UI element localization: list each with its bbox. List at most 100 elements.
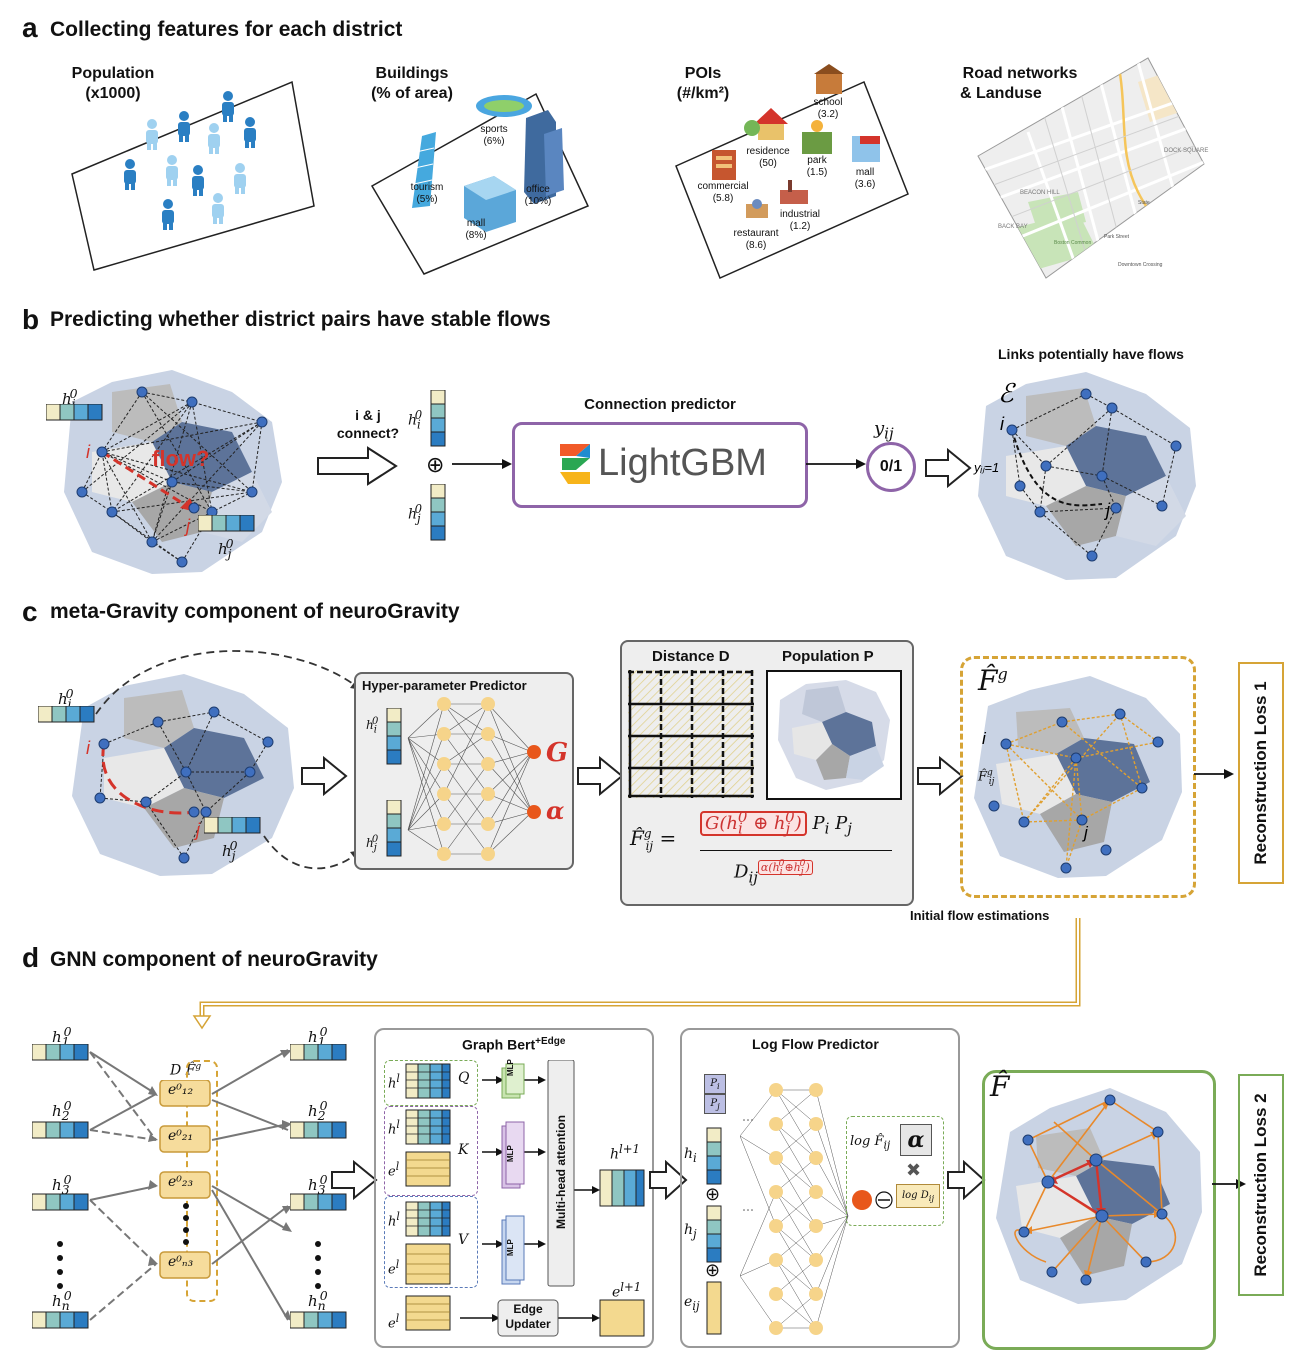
F-hat-ij-label: F̂gij <box>978 768 995 787</box>
alpha-box-d: α <box>900 1124 932 1156</box>
eij-label-log: eij <box>684 1294 700 1313</box>
hn-label: hn0 <box>52 1288 72 1313</box>
h3-label: h30 <box>52 1172 72 1197</box>
office-building-icon <box>524 110 564 204</box>
roads-title: Road networks& Landuse <box>960 65 1078 102</box>
distance-title: Distance D <box>652 648 730 665</box>
lightgbm-text: LightGBM <box>598 442 767 484</box>
k-label: K <box>458 1142 469 1158</box>
reconstruction-loss1-box: Reconstruction Loss 1 <box>1238 662 1284 884</box>
node-edge-connectors <box>89 1049 292 1322</box>
graph-bert-title: Graph Bert+Edge <box>462 1036 566 1053</box>
section-b-letter: b <box>22 304 40 335</box>
edge-set-E: ℰ <box>998 378 1016 408</box>
label-school: school(3.2) <box>813 97 843 120</box>
section-a-title: Collecting features for each district <box>50 18 403 41</box>
tower-icon <box>412 132 436 208</box>
mall-building-icon <box>464 176 516 232</box>
output-circle: 0/1 <box>866 442 916 492</box>
hn-label-r: hn0 <box>308 1288 328 1313</box>
mlp-k-block <box>501 1121 525 1189</box>
initial-flow-box <box>960 656 1196 898</box>
formula-numerator: G(hi0 ⊕ hj0) Pi Pj <box>700 808 852 838</box>
school-icon <box>814 64 844 94</box>
value-group <box>384 1196 478 1288</box>
hi-vertical-vector-b <box>430 390 446 447</box>
links-title: Links potentially have flows <box>998 346 1184 362</box>
el1-label: el+1 <box>612 1280 642 1301</box>
label-office: office(10%) <box>524 184 552 207</box>
initial-flow-caption: Initial flow estimations <box>910 908 1050 923</box>
el-k-label: el <box>388 1160 400 1180</box>
hollow-arrow-d2 <box>649 1160 688 1200</box>
mlp-q-label: MLP <box>506 1059 515 1076</box>
F-hat-g-label: F̂g <box>978 664 1008 697</box>
node-j-label: j <box>183 516 191 536</box>
hollow-arrow-d1 <box>331 1160 378 1200</box>
Pj-box: Pj <box>704 1094 726 1114</box>
section-d-letter: d <box>22 942 40 973</box>
lightgbm-logo-icon <box>560 444 590 484</box>
el-v-label: el <box>388 1258 400 1278</box>
hollow-arrow-d3 <box>947 1160 986 1200</box>
h1-label: h10 <box>52 1024 72 1049</box>
multi-head-attention-block <box>547 1060 575 1287</box>
map-label-beacon-hill: BEACON HILL <box>1020 190 1060 196</box>
h2-label: h20 <box>52 1098 72 1123</box>
label-park: park(1.5) <box>806 155 828 178</box>
arrow-to-output <box>806 459 866 469</box>
hj-vector-b <box>198 515 255 532</box>
edge-e23: e⁰₂₃ <box>168 1174 194 1190</box>
section-b-title: Predicting whether district pairs have s… <box>50 308 551 331</box>
graph-bert-internals <box>405 1060 645 1337</box>
hj-vector-c <box>204 817 261 834</box>
map-label-state: State <box>1138 200 1150 206</box>
road-map: BEACON HILL BACK BAY DOCK SQUARE Boston … <box>977 57 1208 279</box>
el-bottom-label: el <box>388 1312 400 1332</box>
population-matrix-title: Population P <box>782 648 874 665</box>
label-residence: residence(50) <box>746 146 790 169</box>
section-c-title: meta-Gravity component of neuroGravity <box>50 600 460 623</box>
map-label-back-bay: BACK BAY <box>998 224 1028 230</box>
hj-label-log: hj <box>684 1222 697 1241</box>
hj0-label-b2: hj0 <box>408 502 423 526</box>
label-commercial: commercial(5.8) <box>697 181 749 204</box>
h2-label-r: h20 <box>308 1098 328 1123</box>
F-hat-label: F̂ <box>990 1070 1010 1103</box>
loss1-label: Reconstruction Loss 1 <box>1251 681 1270 865</box>
multiply-icon: ✖ <box>906 1160 922 1180</box>
hj0-label-c: hj0 <box>222 838 238 863</box>
v-label: V <box>458 1232 469 1248</box>
hj-vertical-vector-b <box>430 484 446 541</box>
formula-fraction-bar <box>700 850 892 851</box>
hi0-label-hp: hi0 <box>366 716 379 736</box>
district-graph-b: flow? i j <box>64 370 282 574</box>
label-restaurant: restaurant(8.6) <box>733 228 779 251</box>
edge-e12: e⁰₁₂ <box>168 1082 194 1098</box>
final-flow-graph <box>996 1088 1202 1304</box>
hj0-label-hp: hj0 <box>366 834 379 854</box>
map-label-park-street: Park Street <box>1104 234 1130 240</box>
gold-connector <box>192 918 1081 1030</box>
label-industrial: industrial(1.2) <box>779 209 821 232</box>
hj0-label-b: hj0 <box>218 536 234 561</box>
node-i-label: i <box>86 442 91 462</box>
mlp-k-label: MLP <box>506 1145 515 1162</box>
hl-k-label: hl <box>388 1118 400 1138</box>
hollow-arrow-c2 <box>577 756 624 796</box>
label-sports: sports(6%) <box>480 124 508 147</box>
hl1-label: hl+1 <box>610 1142 640 1163</box>
connection-predictor-box <box>512 422 808 508</box>
h1-label-r: h10 <box>308 1024 328 1049</box>
hl-q-label: hl <box>388 1072 400 1092</box>
concat-symbol-d2: ⊕ <box>705 1260 721 1280</box>
reconstruction-loss2-box: Reconstruction Loss 2 <box>1238 1074 1284 1296</box>
hollow-arrow-b2 <box>925 448 972 488</box>
node-j-links: j <box>1103 500 1111 520</box>
hp-neural-net <box>407 697 541 861</box>
hollow-arrow-b1 <box>317 446 398 486</box>
stadium-icon <box>476 95 532 117</box>
hollow-arrow-c3 <box>917 756 964 796</box>
final-flow-box <box>982 1070 1216 1350</box>
yij-label: yij <box>874 418 894 443</box>
